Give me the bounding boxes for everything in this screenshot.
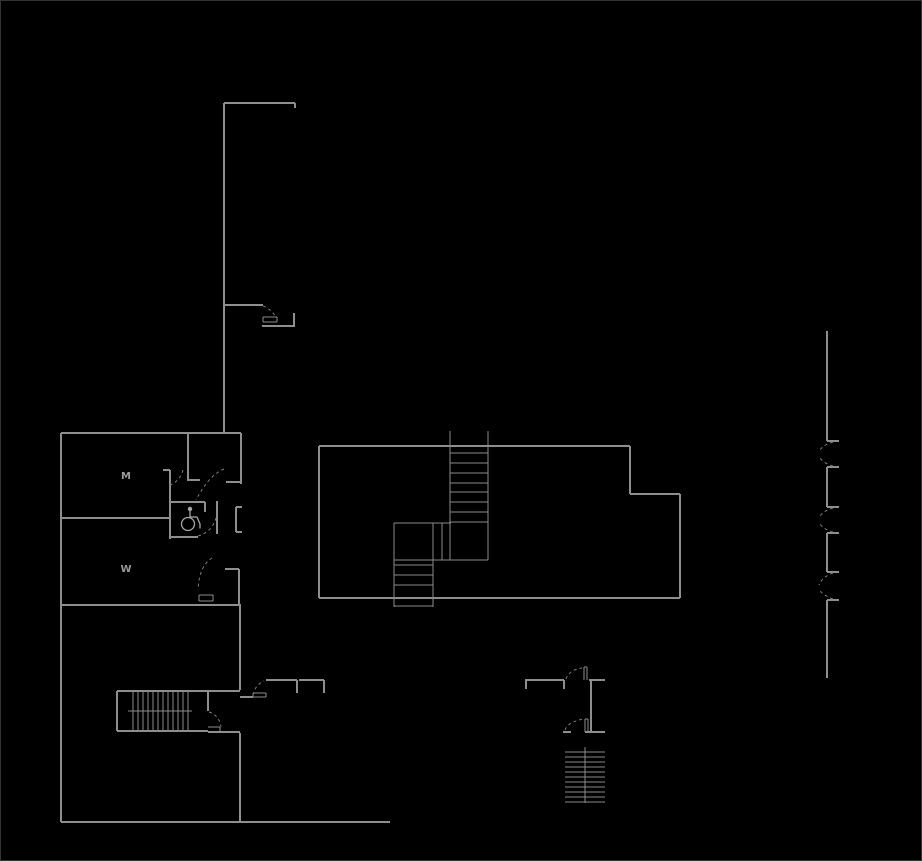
wheelchair-icon-head <box>187 506 193 512</box>
wheelchair-icon-wheel <box>180 516 196 532</box>
door-swing-arc <box>818 572 834 586</box>
door-swing-arc <box>169 469 184 486</box>
door-swing-arc <box>565 667 583 680</box>
door-swing-arc <box>252 680 265 696</box>
door-swing-arc <box>564 718 584 731</box>
door-swing-arc <box>197 517 217 537</box>
door-swing-arc <box>262 305 277 318</box>
room-m-label: M <box>121 471 131 482</box>
door-swing-arc <box>818 507 834 519</box>
door-swing-arc <box>818 588 834 600</box>
door-swing-arc <box>208 711 222 728</box>
wheelchair-icon-body <box>189 510 201 529</box>
door-swing-arc <box>818 441 834 453</box>
room-w-label: W <box>120 564 131 575</box>
door-swing-arc <box>818 521 834 533</box>
door-swing-arc <box>195 468 225 501</box>
door-swing-arc <box>197 557 213 591</box>
door-swing-arc <box>818 455 834 467</box>
